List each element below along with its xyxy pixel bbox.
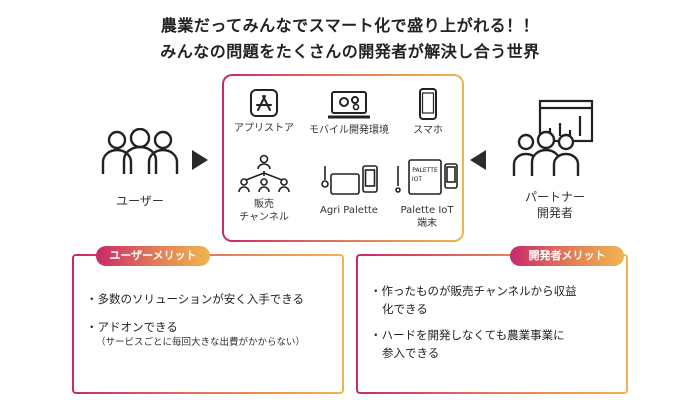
user-merit-tag: ユーザーメリット (96, 246, 210, 266)
developer-merit-item-2-line-1: ・ハードを開発しなくても農業事業に (370, 328, 565, 342)
agri-palette-cell: Agri Palette (304, 160, 394, 217)
headline-line-2: みんなの問題をたくさんの開発者が解決し合う世界 (160, 42, 540, 61)
smartphone-cell: スマホ (402, 88, 454, 137)
user-merit-item-2-sub: （サービスごとに毎回大きな出費がかからない） (96, 337, 306, 348)
developer-merit-box: 開発者メリット ・作ったものが販売チャンネルから収益 化できる ・ハードを開発し… (356, 246, 628, 394)
device-text-line-2: IOT (412, 176, 422, 183)
user-merit-item-2-main: ・アドオンできる (86, 320, 178, 334)
smartphone-icon (419, 88, 437, 120)
developer-merit-item-1: ・作ったものが販売チャンネルから収益 化できる (370, 282, 577, 318)
sales-channel-cell: 販売 チャンネル (230, 154, 298, 224)
partner-developer-icon (512, 98, 596, 184)
users-group-icon (100, 127, 180, 182)
partner-label-line-1: パートナー (524, 190, 585, 204)
arrow-right-icon (192, 150, 208, 170)
partner-label: パートナー 開発者 (510, 189, 600, 221)
palette-iot-device-icon: PALETTE IOT (395, 159, 458, 195)
developer-merit-item-2-line-2: 参入できる (382, 346, 440, 360)
mobile-dev-label: モバイル開発環境 (309, 125, 389, 136)
partner-label-line-2: 開発者 (536, 206, 573, 220)
developer-merit-item-1-line-1: ・作ったものが販売チャンネルから収益 (370, 284, 577, 298)
device-text-line-1: PALETTE (412, 167, 438, 174)
palette-iot-label-1: Palette IoT (400, 205, 454, 216)
smartphone-label: スマホ (413, 125, 443, 136)
laptop-gear-icon (328, 91, 370, 119)
appstore-label: アプリストア (234, 123, 294, 134)
user-label: ユーザー (116, 194, 164, 208)
user-merit-item-1: ・多数のソリューションが安く入手できる (86, 292, 305, 306)
agri-palette-device-icon (321, 165, 378, 195)
platform-box: アプリストア モバイル開発環境 スマホ (222, 74, 464, 242)
user-merit-box: ユーザーメリット ・多数のソリューションが安く入手できる ・アドオンできる （サ… (72, 246, 344, 394)
sales-channel-label-1: 販売 (254, 199, 274, 210)
mobile-dev-cell: モバイル開発環境 (304, 90, 394, 137)
headline-line-1: 農業だってみんなでスマート化で盛り上がれる！！ (160, 16, 540, 35)
developer-merit-item-2: ・ハードを開発しなくても農業事業に 参入できる (370, 326, 565, 362)
palette-iot-cell: PALETTE IOT Palette IoT 端末 (392, 156, 462, 230)
developer-merit-item-1-line-2: 化できる (382, 302, 428, 316)
arrow-left-icon (470, 150, 486, 170)
appstore-icon (250, 89, 278, 117)
user-merit-item-2: ・アドオンできる （サービスごとに毎回大きな出費がかからない） (86, 318, 305, 350)
appstore-cell: アプリストア (230, 88, 298, 135)
agri-palette-label: Agri Palette (320, 205, 378, 216)
developer-merit-tag: 開発者メリット (510, 246, 624, 266)
palette-iot-label-2: 端末 (417, 218, 437, 229)
sales-network-icon (238, 154, 290, 193)
sales-channel-label-2: チャンネル (239, 212, 289, 223)
